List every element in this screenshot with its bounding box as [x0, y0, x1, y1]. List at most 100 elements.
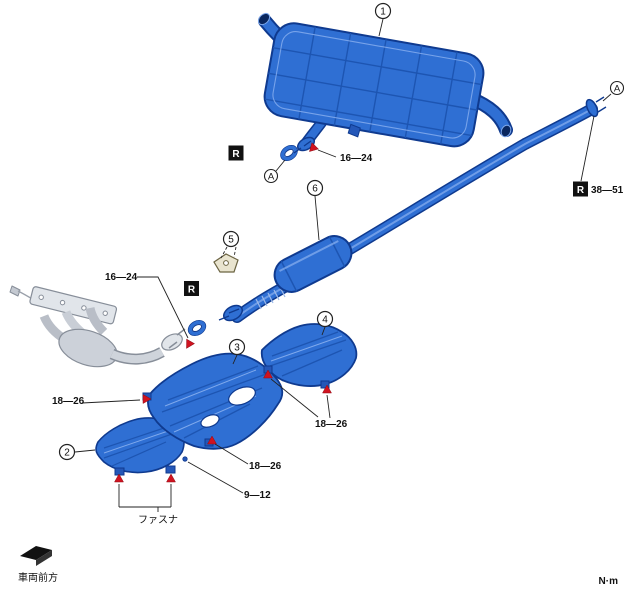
- shield-cutout: [200, 414, 220, 428]
- shield-tab: [165, 465, 176, 474]
- bolt-marker-icon: [142, 394, 152, 404]
- leader-torque-muffler: [317, 149, 337, 158]
- vehicle-front-indicator: 車両前方: [18, 546, 58, 584]
- torque-manifold-to-pipe: 16—24: [105, 272, 138, 283]
- shield-rib-highlight: [270, 335, 343, 362]
- leader-fastener: [118, 484, 172, 512]
- catalytic-converter: [273, 235, 353, 293]
- replace-marker-tail-nuts: R: [573, 181, 588, 197]
- exhaust-manifold-ghost: [9, 285, 186, 368]
- leader-callout-5a: [220, 246, 228, 259]
- replace-marker-manifold-gasket: R: [184, 281, 199, 296]
- callout-6-middle-pipe: 6: [306, 179, 324, 197]
- shield-ribs: [103, 425, 173, 467]
- shield-ribs: [269, 331, 347, 377]
- leader-ref-a-muffler: [275, 159, 286, 172]
- torque-pipe-to-tail: 38—51: [591, 185, 624, 196]
- leader-callout-2: [74, 449, 96, 453]
- callout-5-bracket: 5: [222, 230, 240, 248]
- heat-shield-front: [95, 417, 185, 476]
- torque-shield-small: 9—12: [244, 490, 271, 501]
- torque-shield-center-left: 18—26: [52, 396, 85, 407]
- main-muffler: [257, 12, 513, 154]
- connector-ref-a-tail: A: [609, 80, 625, 96]
- ref-letter: A: [268, 172, 275, 183]
- callout-number: 3: [234, 343, 240, 354]
- leader-callout-1: [378, 18, 384, 37]
- small-screw: [182, 456, 188, 462]
- flex-pipe-section: [255, 286, 286, 310]
- callout-number: 5: [228, 235, 234, 246]
- pipe-sheen: [236, 108, 593, 318]
- heat-shield-rear: [260, 323, 358, 389]
- torque-muffler-to-pipe: 16—24: [340, 153, 373, 164]
- replace-letter: R: [188, 284, 196, 295]
- gasket-manifold-to-pipe: [187, 320, 207, 336]
- bolt-marker-icon: [186, 338, 195, 349]
- leader-shield-left: [81, 399, 141, 404]
- tailpipe-opening: [500, 124, 512, 138]
- shield-tab: [320, 380, 330, 389]
- leader-shield-rear-2: [270, 378, 319, 418]
- fastener-label: ファスナ: [138, 514, 178, 526]
- torque-shield-rear: 18—26: [315, 419, 348, 430]
- pipe-rear-studs: [595, 96, 607, 113]
- vehicle-front-label: 車両前方: [18, 571, 58, 584]
- leader-torque-tail: [580, 115, 595, 182]
- bolt-marker-icon: [114, 473, 124, 483]
- torque-shield-center-bottom: 18—26: [249, 461, 282, 472]
- bolt-marker-icon: [309, 142, 319, 152]
- replace-letter: R: [577, 185, 585, 196]
- pipe-rear-flange: [585, 98, 599, 118]
- leader-callout-6: [314, 195, 320, 241]
- callout-number: 2: [64, 448, 70, 459]
- callout-number: 4: [322, 315, 328, 326]
- replace-letter: R: [232, 149, 240, 160]
- pipe-front-studs: [218, 308, 240, 321]
- callout-4-shield-rear: 4: [316, 310, 334, 328]
- muffler-body: [263, 22, 485, 148]
- callout-2-shield-front: 2: [58, 443, 76, 461]
- leader-lines: [74, 18, 612, 512]
- middle-pipe-assembly: [218, 96, 607, 323]
- shield-rib-highlight: [103, 429, 172, 454]
- vehicle-front-arrow-side: [36, 550, 52, 566]
- bolt-marker-icon: [207, 435, 217, 445]
- leader-small-bolts: [187, 461, 244, 494]
- leader-torque-manifold: [137, 276, 189, 339]
- leader-callout-5b: [233, 246, 237, 258]
- vehicle-front-arrow-icon: [20, 546, 52, 560]
- callout-3-shield-center: 3: [228, 338, 246, 356]
- bolt-marker-icon: [263, 369, 273, 379]
- shield-ribs: [161, 365, 267, 439]
- callout-1-muffler: 1: [374, 2, 392, 20]
- leader-shield-center: [214, 443, 249, 465]
- heat-shield-center: [142, 352, 284, 462]
- leader-ref-a-tail: [602, 93, 612, 102]
- gasket-pipe-to-muffler: [280, 145, 298, 161]
- bolt-marker-icon: [166, 473, 176, 483]
- ref-letter: A: [614, 84, 621, 95]
- bolt-marker-icon: [322, 384, 332, 394]
- hanger-bracket: [213, 253, 239, 273]
- manifold-runner: [85, 306, 108, 336]
- callout-number: 1: [380, 7, 386, 18]
- fastening-markers: [114, 142, 332, 483]
- leader-shield-rear-1: [326, 394, 331, 419]
- manifold-downpipe: [110, 348, 164, 363]
- muffler-hanger: [347, 123, 361, 138]
- outlet-pipe-opening: [257, 12, 271, 26]
- shield-tab: [114, 467, 125, 476]
- connector-ref-a-muffler: A: [263, 168, 279, 184]
- leader-callout-3: [232, 354, 238, 365]
- callout-number: 6: [312, 184, 318, 195]
- replace-marker-muffler-gasket: R: [228, 145, 244, 161]
- leader-callout-4: [321, 326, 326, 336]
- shield-cutout: [228, 386, 256, 406]
- manifold-collector: [58, 328, 118, 368]
- inlet-studs: [293, 140, 312, 154]
- o2-sensor-connector: [9, 285, 21, 297]
- torque-unit-label: N·m: [599, 576, 619, 587]
